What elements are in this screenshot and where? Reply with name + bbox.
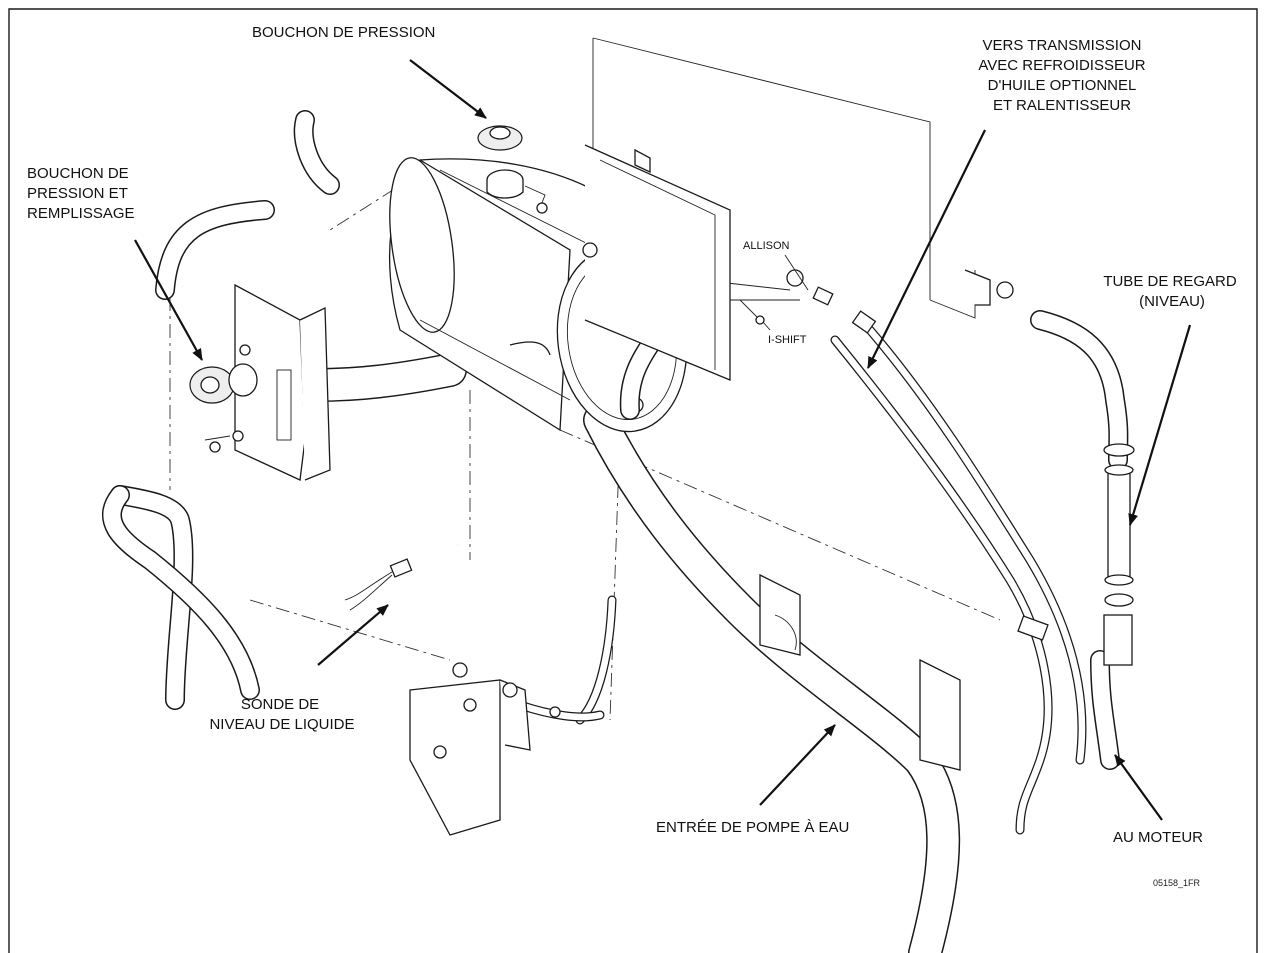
pump-brackets	[759, 573, 961, 771]
label-fill-cap-line2: PRESSION ET	[27, 185, 128, 202]
label-level-probe-line2: NIVEAU DE LIQUIDE	[209, 716, 354, 733]
label-sight-tube-line1: TUBE DE REGARD	[1103, 273, 1237, 290]
figure-id: 05158_1FR	[1153, 878, 1201, 888]
label-transmission-line2: AVEC REFROIDISSEUR	[978, 57, 1145, 74]
label-pressure-cap: BOUCHON DE PRESSION	[252, 24, 435, 41]
label-to-engine: AU MOTEUR	[1113, 829, 1203, 846]
transmission-tubes	[515, 325, 1087, 835]
pressure-cap	[477, 125, 548, 214]
label-water-pump-inlet: ENTRÉE DE POMPE À EAU	[656, 819, 849, 836]
level-probe	[344, 541, 460, 611]
leader-ishift	[762, 321, 771, 331]
arrow-level-probe	[317, 604, 389, 666]
label-transmission-line1: VERS TRANSMISSION	[983, 37, 1142, 54]
arrow-pressure-cap	[409, 59, 487, 119]
label-sight-tube-line2: (NIVEAU)	[1139, 293, 1205, 310]
label-fill-cap-line1: BOUCHON DE	[27, 165, 129, 182]
label-transmission-line4: ET RALENTISSEUR	[993, 97, 1131, 114]
figure-frame	[8, 8, 1258, 953]
label-fill-cap-line3: REMPLISSAGE	[27, 205, 135, 222]
arrow-engine	[1114, 754, 1163, 821]
right-fittings	[755, 269, 1049, 641]
label-ishift: I-SHIFT	[768, 334, 807, 346]
label-allison: ALLISON	[743, 240, 790, 252]
sight-tube	[1103, 443, 1135, 666]
upper-left-hose	[155, 110, 340, 300]
callout-arrows	[134, 59, 1192, 821]
tank-bracket	[582, 144, 731, 381]
right-hoses	[1030, 310, 1129, 770]
lower-bracket	[409, 662, 561, 836]
fill-cap-bracket	[189, 283, 331, 481]
leader-allison	[784, 254, 809, 291]
arrow-fill-cap	[134, 239, 203, 361]
label-level-probe-line1: SONDE DE	[241, 696, 319, 713]
arrow-sight-tube	[1128, 324, 1192, 526]
arrow-transmission	[867, 129, 986, 369]
water-pump-hose	[583, 403, 961, 953]
lower-left-hose	[102, 485, 260, 710]
label-transmission-line3: D'HUILE OPTIONNEL	[988, 77, 1137, 94]
arrow-water-pump	[759, 724, 836, 806]
tank-to-bracket-hose	[298, 353, 467, 402]
